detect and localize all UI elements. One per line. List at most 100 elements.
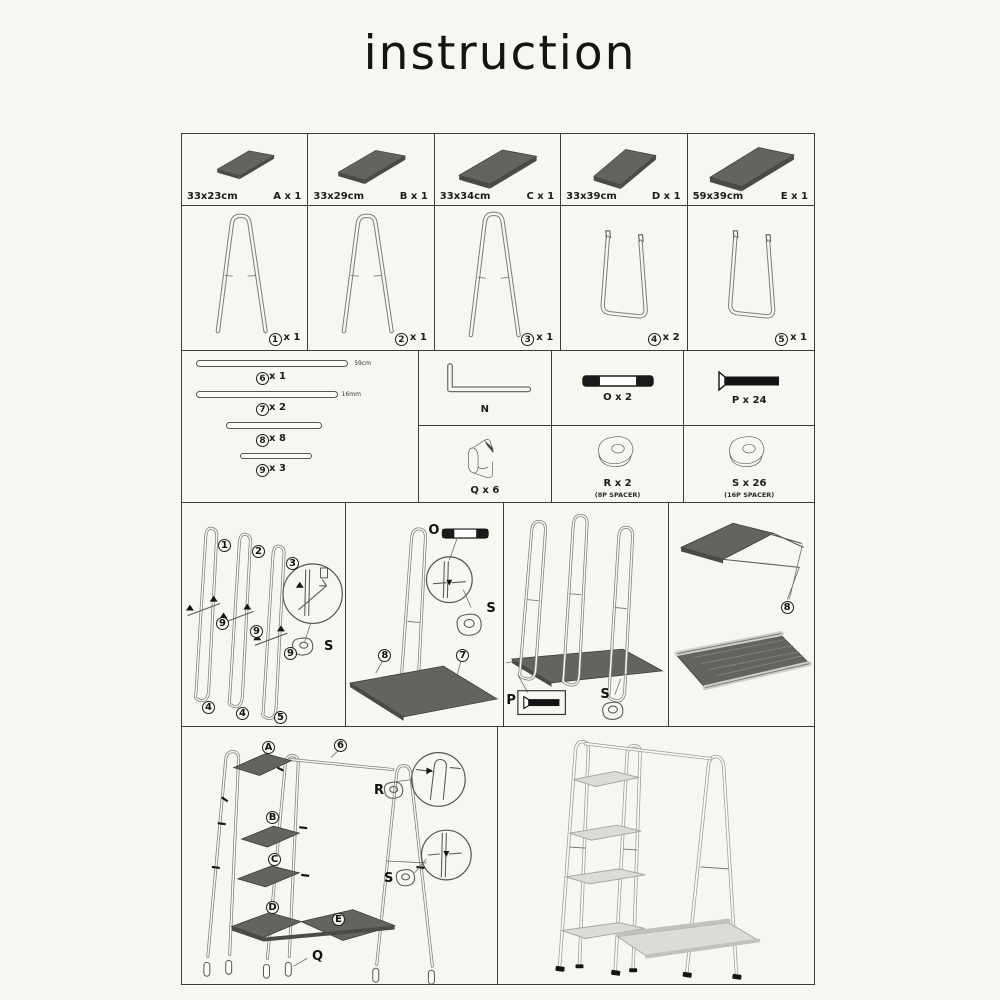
bolt-label: P x 24 (731, 395, 767, 406)
exploded-feet-label: Q (312, 949, 324, 964)
step4-rods-label: 8 (780, 601, 794, 614)
step-2-drawing (349, 527, 499, 721)
panel-d-count: D x 1 (651, 191, 681, 202)
frame-4-qty: x 2 (662, 332, 680, 343)
rod-9-num: 9 (256, 464, 270, 477)
step1-rod3-label: 9 (284, 647, 297, 660)
step-2-cell: O 8 7 S (346, 503, 505, 726)
exploded-view-drawing (203, 749, 472, 985)
step2-tube-label: O (428, 523, 440, 538)
hw-col-1: N Q x 6 (419, 351, 552, 502)
panel-c-count: C x 1 (526, 191, 555, 202)
step-4-cell: 8 (669, 503, 814, 726)
hw-col-3: P x 24 S x 26 (16P SPACER) (684, 351, 814, 502)
finished-product-drawing (555, 740, 761, 980)
exploded-view-cell: A 6 B C D E Q R S (182, 727, 498, 985)
frame-5-num: 5 (775, 333, 789, 346)
rod-8-num: 8 (256, 434, 270, 447)
step-3-drawing (506, 514, 664, 720)
step3-spacer-label: S (600, 687, 610, 702)
exploded-spacer-r-label: R (374, 783, 385, 798)
panel-b-dim: 33x29cm (313, 191, 365, 202)
exploded-bar-label: 6 (334, 739, 347, 752)
panel-a-dim: 33x23cm (187, 191, 238, 202)
frame-2-qty: x 1 (409, 332, 427, 343)
panel-d-cell: 33x39cm D x 1 (561, 134, 688, 205)
panel-b-cell: 33x29cm B x 1 (308, 134, 435, 205)
exploded-shelf-b-label: B (266, 811, 279, 824)
frame-3-qty: x 1 (536, 332, 554, 343)
finished-product-cell (498, 727, 814, 985)
frame-4-drawing (600, 230, 648, 319)
allen-key-label: N (480, 404, 490, 415)
rod-6-note: 59cm (354, 360, 371, 367)
frame-3-drawing (468, 211, 521, 338)
steps-row: 1 2 3 9 9 9 4 4 5 S (182, 503, 814, 727)
rod-6-drawing: 59cm (196, 360, 371, 367)
step3-bolt-label: P (506, 693, 516, 708)
step1-spacer-label: S (324, 639, 334, 654)
spacer-s-label: S x 26 (731, 477, 767, 489)
tube-label: O x 2 (603, 392, 633, 403)
allen-key-cell: N (419, 351, 551, 426)
final-row: A 6 B C D E Q R S (182, 727, 814, 985)
frame-5-drawing (727, 230, 775, 319)
exploded-shelf-a-label: A (262, 741, 275, 754)
step1-bottom2-label: 4 (236, 707, 249, 720)
spacer-r-icon (597, 435, 633, 467)
panel-b-count: B x 1 (399, 191, 428, 202)
frame-3-num: 3 (521, 333, 535, 346)
rod-8-drawing (226, 422, 322, 429)
frame-2-drawing (342, 213, 395, 334)
panel-e-cell: 59x39cm E x 1 (688, 134, 814, 205)
rod-6-num: 6 (256, 372, 270, 385)
spacer-r-sub: (8P SPACER) (594, 490, 641, 499)
panel-c-dim: 33x34cm (439, 191, 491, 202)
panel-a-drawing (216, 150, 275, 180)
step-1-cell: 1 2 3 9 9 9 4 4 5 S (182, 503, 347, 726)
instruction-sheet: 33x23cm A x 1 33x29cm B x 1 33x34cm C x … (181, 133, 815, 985)
tube-cell: O x 2 (551, 351, 684, 426)
frame-4-num: 4 (647, 333, 661, 346)
step1-rod2-label: 9 (250, 625, 263, 638)
step-1-drawing (185, 526, 343, 720)
step1-rod1-label: 9 (216, 617, 229, 630)
panel-a-count: A x 1 (273, 191, 302, 202)
clip-icon (468, 438, 494, 478)
exploded-spacer-s-label: S (384, 871, 394, 886)
panel-c-drawing (458, 149, 539, 189)
exploded-shelf-d-label: D (266, 901, 279, 914)
rod-7-note: 16mm (341, 391, 361, 398)
rod-7-qty: x 2 (269, 402, 286, 413)
rod-8-qty: x 8 (269, 433, 286, 444)
frame-1-drawing (215, 213, 268, 334)
rod-6-qty: x 1 (269, 371, 286, 382)
hw-col-2: O x 2 R x 2 (8P SPACER) (551, 351, 685, 502)
step1-frame1-label: 1 (218, 539, 231, 552)
step1-frame2-label: 2 (252, 545, 265, 558)
spacer-r-cell: R x 2 (8P SPACER) (552, 427, 684, 502)
panel-e-drawing (708, 147, 795, 192)
spacer-s-sub: (16P SPACER) (724, 490, 775, 499)
step2-panel-right-label: 7 (456, 649, 470, 662)
frame-1-num: 1 (268, 333, 282, 346)
step1-frame3-label: 3 (286, 557, 299, 570)
step-3-cell: P S (504, 503, 669, 726)
step-4-drawing (674, 522, 812, 691)
exploded-shelf-c-label: C (268, 853, 281, 866)
spacer-s-cell: S x 26 (16P SPACER) (684, 427, 814, 502)
